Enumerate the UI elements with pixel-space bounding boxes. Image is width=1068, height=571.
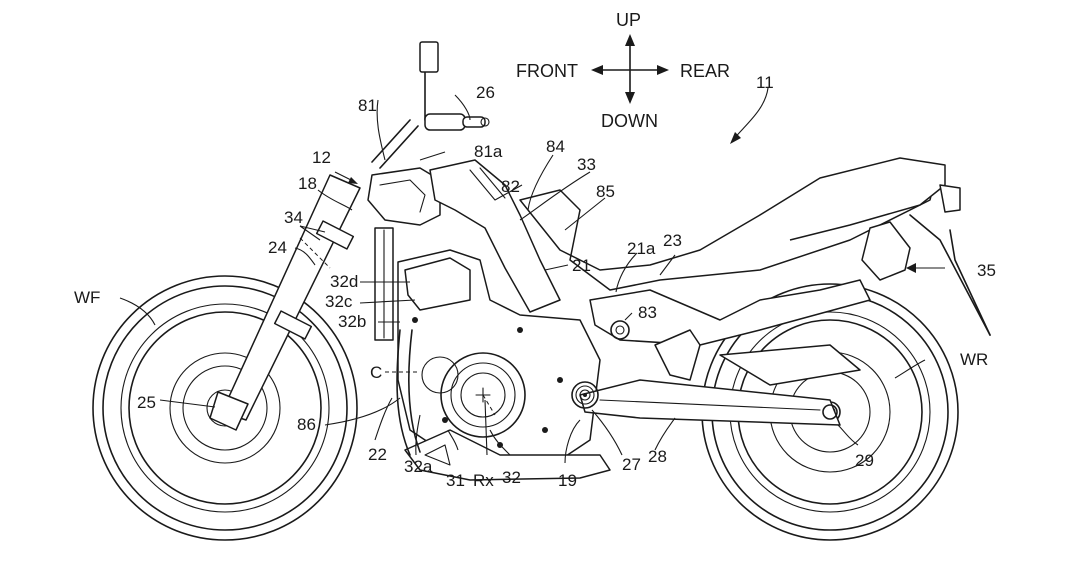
rear-frame	[589, 279, 871, 346]
shock-absorber	[571, 329, 701, 409]
handlebar-mirror	[371, 41, 490, 169]
label-33: 33	[577, 155, 596, 174]
label-19: 19	[558, 471, 577, 490]
headlight-unit	[367, 167, 441, 226]
label-32a: 32a	[404, 457, 433, 476]
label-21a: 21a	[627, 239, 656, 258]
label-32d: 32d	[330, 272, 358, 291]
label-82: 82	[501, 177, 520, 196]
label-22: 22	[368, 445, 387, 464]
chain-guard	[719, 344, 861, 386]
direction-front-label: FRONT	[516, 61, 578, 81]
label-32: 32	[502, 468, 521, 487]
label-81: 81	[358, 96, 377, 115]
label-WF: WF	[74, 288, 100, 307]
label-31: 31	[446, 471, 465, 490]
label-21: 21	[572, 256, 591, 275]
arrow-down-icon	[625, 92, 635, 104]
rear-fender	[861, 214, 991, 336]
arrow-rear-icon	[657, 65, 669, 75]
direction-up-label: UP	[616, 10, 641, 30]
direction-rear-label: REAR	[680, 61, 730, 81]
label-34: 34	[284, 208, 303, 227]
reference-labels: 11 12 18 19 21 21a 22 23 24 25 26 27 28 …	[74, 73, 996, 490]
label-32b: 32b	[338, 312, 366, 331]
label-27: 27	[622, 455, 641, 474]
label-28: 28	[648, 447, 667, 466]
body-seat	[519, 157, 961, 291]
label-35: 35	[977, 261, 996, 280]
label-23: 23	[663, 231, 682, 250]
label-Rx: Rx	[473, 471, 494, 490]
arrow-front-icon	[591, 65, 603, 75]
label-32c: 32c	[325, 292, 353, 311]
front-fork	[209, 174, 361, 431]
label-85: 85	[596, 182, 615, 201]
arrow-up-icon	[625, 34, 635, 46]
air-intake-duct	[429, 159, 561, 313]
leader-lines	[119, 87, 945, 464]
label-C: C	[370, 363, 382, 382]
label-81a: 81a	[474, 142, 503, 161]
direction-down-label: DOWN	[601, 111, 658, 131]
skid-plate	[404, 429, 611, 481]
label-29: 29	[855, 451, 874, 470]
label-12: 12	[312, 148, 331, 167]
label-84: 84	[546, 137, 565, 156]
label-24: 24	[268, 238, 287, 257]
engine	[397, 249, 601, 466]
radiator	[374, 227, 394, 341]
label-25: 25	[137, 393, 156, 412]
direction-indicator: UP DOWN FRONT REAR	[516, 10, 730, 131]
label-11: 11	[756, 73, 774, 92]
label-26: 26	[476, 83, 495, 102]
label-86: 86	[297, 415, 316, 434]
label-18: 18	[298, 174, 317, 193]
label-83: 83	[638, 303, 657, 322]
label-WR: WR	[960, 350, 988, 369]
swingarm	[579, 379, 841, 426]
